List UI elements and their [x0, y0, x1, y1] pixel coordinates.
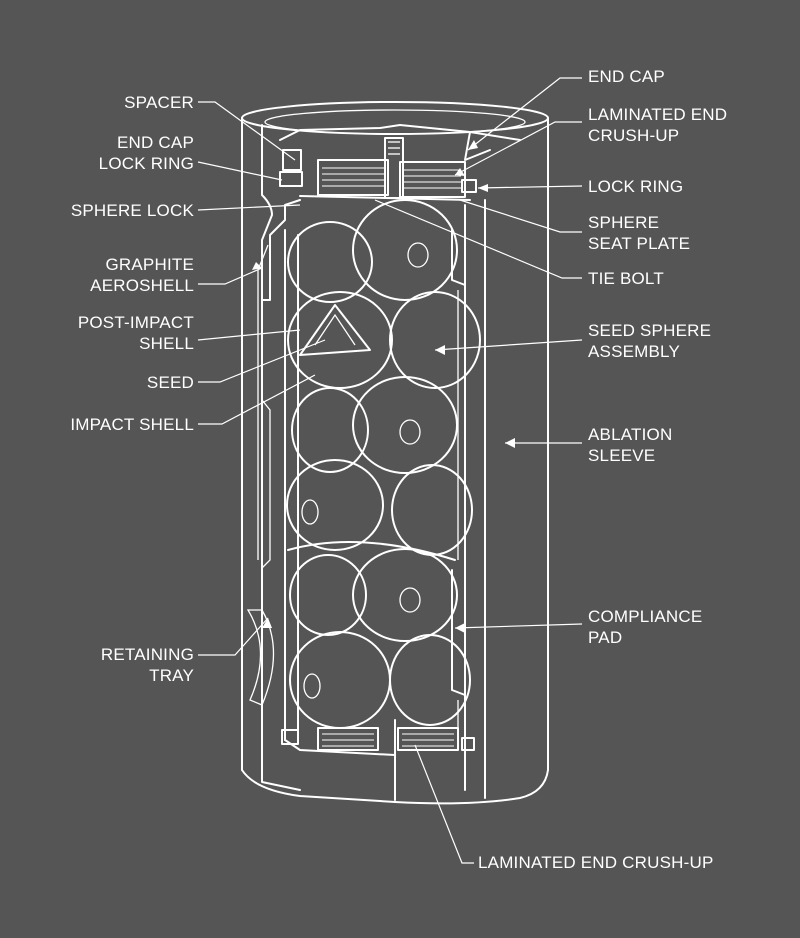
label-impact-shell: IMPACT SHELL — [70, 414, 194, 435]
arrow-heads — [252, 140, 515, 633]
label-graphite-aeroshell-line2: AEROSHELL — [90, 276, 194, 295]
label-tie-bolt: TIE BOLT — [588, 268, 664, 289]
label-sphere-lock-text: SPHERE LOCK — [70, 201, 194, 220]
label-graphite-aeroshell: GRAPHITE AEROSHELL — [90, 254, 194, 296]
label-end-cap: END CAP — [588, 66, 665, 87]
label-ablation-sleeve: ABLATION SLEEVE — [588, 424, 672, 466]
label-post-impact-shell: POST-IMPACT SHELL — [78, 312, 194, 354]
label-laminated-end-crush-up-bottom: LAMINATED END CRUSH-UP — [478, 852, 714, 873]
label-retaining-tray-line1: RETAINING — [100, 645, 194, 664]
label-sphere-lock: SPHERE LOCK — [71, 200, 194, 221]
label-seed-sphere-assembly-line2: ASSEMBLY — [588, 342, 680, 361]
label-laminated-end-crush-up-top-line1: LAMINATED END — [588, 105, 728, 124]
label-seed-text: SEED — [146, 373, 194, 392]
label-compliance-pad-line2: PAD — [588, 628, 623, 647]
label-sphere-seat-plate-line1: SPHERE — [588, 213, 660, 232]
top-end-cap-stack — [279, 124, 521, 201]
label-sphere-seat-plate: SPHERE SEAT PLATE — [588, 212, 690, 254]
label-end-cap-lock-ring-line1: END CAP — [117, 133, 194, 152]
seed-spheres — [286, 199, 481, 729]
label-end-cap-lock-ring: END CAP LOCK RING — [99, 132, 194, 174]
label-retaining-tray-line2: TRAY — [149, 666, 194, 685]
ablation-sleeve-outline — [241, 101, 549, 805]
label-seed: SEED — [147, 372, 194, 393]
label-end-cap-lock-ring-line2: LOCK RING — [98, 154, 194, 173]
label-post-impact-shell-line1: POST-IMPACT — [77, 313, 194, 332]
label-end-cap-text: END CAP — [588, 67, 665, 86]
label-seed-sphere-assembly: SEED SPHERE ASSEMBLY — [588, 320, 711, 362]
label-ablation-sleeve-line2: SLEEVE — [588, 446, 656, 465]
label-impact-shell-text: IMPACT SHELL — [70, 415, 194, 434]
label-laminated-end-crush-up-bottom-text: LAMINATED END CRUSH-UP — [478, 853, 714, 872]
inner-wall-right — [451, 229, 466, 740]
label-graphite-aeroshell-line1: GRAPHITE — [105, 255, 194, 274]
label-tie-bolt-text: TIE BOLT — [588, 269, 664, 288]
label-seed-sphere-assembly-line1: SEED SPHERE — [588, 321, 712, 340]
leader-lines — [197, 77, 583, 864]
label-lock-ring: LOCK RING — [588, 176, 683, 197]
label-compliance-pad: COMPLIANCE PAD — [588, 606, 702, 648]
label-spacer: SPACER — [124, 92, 194, 113]
bottom-end-crush-up — [281, 719, 475, 801]
label-sphere-seat-plate-line2: SEAT PLATE — [588, 234, 691, 253]
label-post-impact-shell-line2: SHELL — [139, 334, 194, 353]
label-spacer-text: SPACER — [124, 93, 194, 112]
label-compliance-pad-line1: COMPLIANCE — [588, 607, 703, 626]
label-laminated-end-crush-up-top: LAMINATED END CRUSH-UP — [588, 104, 727, 146]
label-lock-ring-text: LOCK RING — [588, 177, 684, 196]
label-laminated-end-crush-up-top-line2: CRUSH-UP — [588, 126, 680, 145]
graphite-aeroshell-outline — [246, 124, 396, 791]
label-retaining-tray: RETAINING TRAY — [101, 644, 194, 686]
label-ablation-sleeve-line1: ABLATION — [588, 425, 673, 444]
